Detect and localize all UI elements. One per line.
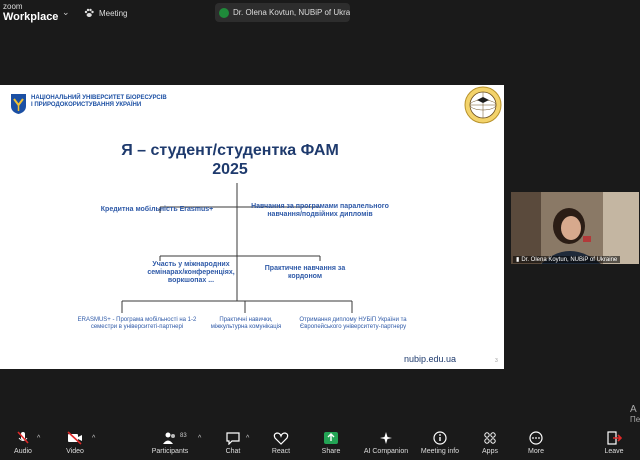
chat-button[interactable]: Chat <box>220 426 246 460</box>
apps-label: Apps <box>482 448 498 455</box>
apps-icon <box>484 432 496 444</box>
chat-options-caret[interactable]: ^ <box>246 435 250 442</box>
audio-button[interactable]: Audio <box>8 426 38 460</box>
participants-button[interactable]: Participants <box>148 426 192 460</box>
signal-icon: ▮ <box>516 257 520 263</box>
participants-options-caret[interactable]: ^ <box>198 435 202 442</box>
ai-companion-button[interactable]: AI Companion <box>362 426 410 460</box>
top-bar: zoom Workplace ⌄ Meeting Dr. Olena Kovtu… <box>0 0 640 28</box>
university-name: НАЦІОНАЛЬНИЙ УНІВЕРСИТЕТ БІОРЕСУРСІВ І П… <box>31 95 167 109</box>
side-text-1: A <box>630 404 637 415</box>
more-button[interactable]: More <box>522 426 550 460</box>
leaf-diploma: Отримання диплому НУБіП України та Європ… <box>299 317 407 330</box>
mic-icon <box>219 7 229 18</box>
more-label: More <box>528 448 544 455</box>
heart-icon <box>273 432 289 445</box>
apps-button[interactable]: Apps <box>476 426 504 460</box>
university-line-2: І ПРИРОДОКОРИСТУВАННЯ УКРАЇНИ <box>31 102 142 108</box>
slide-year: 2025 <box>212 161 248 178</box>
share-label: Share <box>321 448 341 455</box>
slide-title: Я – студент/студентка ФАМ <box>121 142 339 159</box>
chevron-down-icon[interactable]: ⌄ <box>62 7 70 17</box>
slide-url: nubip.edu.ua <box>404 354 457 364</box>
chat-label: Chat <box>225 448 241 455</box>
brand-small: zoom <box>3 2 23 11</box>
video-label: Video <box>66 448 84 455</box>
participants-count: 83 <box>180 433 187 439</box>
share-screen-icon <box>324 432 338 444</box>
node-practice-abroad: Практичне навчання за кордоном <box>264 265 346 280</box>
participants-label: Participants <box>151 448 189 455</box>
side-text-2: Пе <box>630 415 640 424</box>
chat-icon <box>226 432 240 445</box>
meeting-info-label: Meeting info <box>420 448 460 455</box>
react-label: React <box>271 448 291 455</box>
video-options-caret[interactable]: ^ <box>92 435 96 442</box>
leave-icon <box>607 431 622 445</box>
participant-video-image <box>511 192 639 264</box>
shared-slide: НАЦІОНАЛЬНИЙ УНІВЕРСИТЕТ БІОРЕСУРСІВ І П… <box>0 85 504 369</box>
audio-label: Audio <box>14 448 32 455</box>
zoom-logo: zoom Workplace <box>3 2 59 23</box>
speaker-name: Dr. Olena Kovtun, NUBiP of Ukrai <box>233 8 350 17</box>
meeting-toolbar: Audio ^ Video ^ Participants 83 ^ Chat ^… <box>0 426 640 460</box>
diagram-connectors <box>121 183 353 313</box>
mic-muted-icon <box>17 431 29 444</box>
node-seminars: Участь у міжнародних семінарах/конференц… <box>147 261 235 284</box>
leave-button[interactable]: Leave <box>600 426 628 460</box>
university-crest-icon <box>11 94 26 114</box>
leave-label: Leave <box>604 448 624 455</box>
more-icon <box>529 431 543 445</box>
university-line-1: НАЦІОНАЛЬНИЙ УНІВЕРСИТЕТ БІОРЕСУРСІВ <box>31 95 167 101</box>
video-button[interactable]: Video <box>60 426 90 460</box>
info-icon <box>433 431 447 445</box>
meeting-info-button[interactable]: Meeting info <box>418 426 462 460</box>
participant-name: Dr. Olena Koytun, NUBiP of Ukraine <box>521 256 618 263</box>
participant-name-label: ▮ Dr. Olena Koytun, NUBiP of Ukraine <box>513 256 621 263</box>
leaf-skills: Практичні навички, міжкультурна комуніка… <box>210 317 282 330</box>
meeting-label: Meeting <box>99 8 128 18</box>
faculty-emblem-icon <box>464 86 502 124</box>
paw-icon <box>84 8 94 17</box>
camera-off-icon <box>67 431 82 445</box>
active-speaker-pill[interactable]: Dr. Olena Kovtun, NUBiP of Ukrai ··· <box>215 3 350 22</box>
slide-page-number: 3 <box>495 358 498 364</box>
brand-big: Workplace <box>3 11 59 23</box>
ai-companion-label: AI Companion <box>363 448 409 455</box>
sparkle-icon <box>380 432 392 444</box>
meeting-menu[interactable]: Meeting <box>84 8 127 18</box>
node-parallel-programs: Навчання за програмами паралельного навч… <box>251 203 389 218</box>
node-credit-mobility: Кредитна мобільність Erasmus+ <box>100 206 214 213</box>
participants-icon <box>163 432 175 444</box>
audio-options-caret[interactable]: ^ <box>37 435 41 442</box>
participant-video-tile[interactable]: ▮ Dr. Olena Koytun, NUBiP of Ukraine <box>511 192 639 264</box>
react-button[interactable]: React <box>266 426 296 460</box>
leaf-erasmus: ERASMUS+ - Програма мобільності на 1-2 с… <box>77 317 197 330</box>
share-button[interactable]: Share <box>316 426 346 460</box>
